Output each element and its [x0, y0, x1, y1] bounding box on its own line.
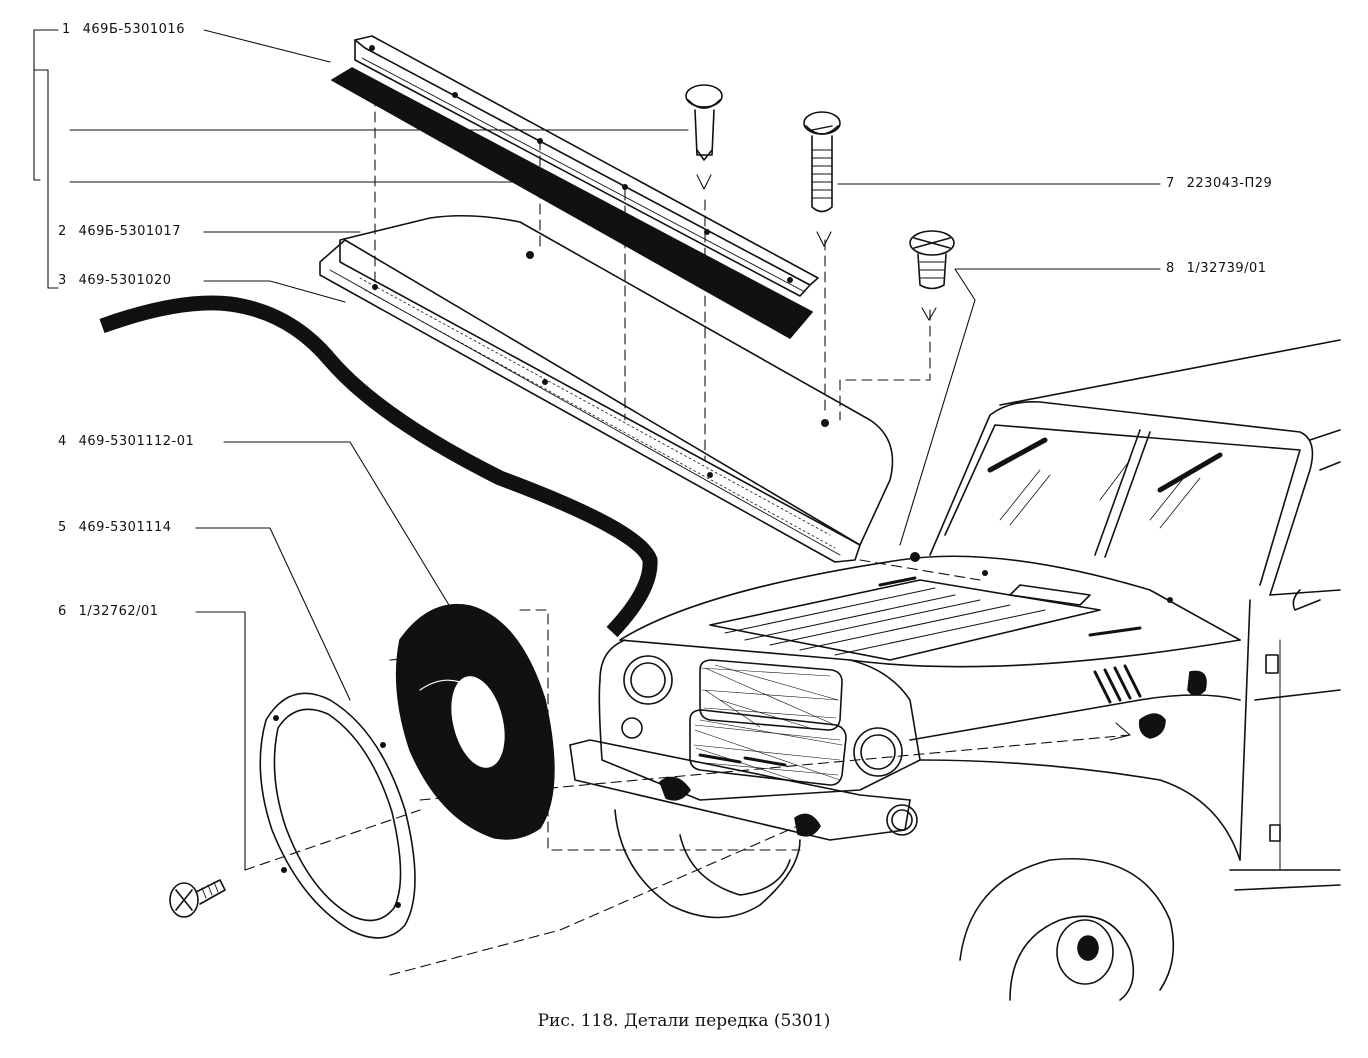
part-code: 469-5301114	[78, 520, 172, 535]
part-label-7: 7 223043-П29	[1166, 176, 1272, 192]
part-2-drawing	[331, 67, 813, 339]
part-number: 7	[1166, 176, 1175, 191]
part-label-6: 6 1/32762/01	[58, 604, 159, 620]
part-number: 4	[58, 434, 67, 449]
part-code: 469-5301112-01	[78, 434, 195, 449]
part-3-drawing	[319, 214, 894, 563]
vehicle-drawing	[569, 339, 1341, 1001]
part-code: 469Б-5301016	[82, 22, 185, 37]
part-code: 1/32762/01	[78, 604, 159, 619]
part-4-drawing	[99, 295, 658, 638]
part-number: 6	[58, 604, 67, 619]
part-label-1: 1 469Б-5301016	[62, 22, 185, 38]
part-code: 469Б-5301017	[78, 224, 181, 239]
part-8-drawing	[909, 230, 955, 290]
part-number: 8	[1166, 261, 1175, 276]
part-7-drawing	[685, 84, 841, 213]
part-number: 1	[62, 22, 71, 37]
part-6-drawing	[169, 692, 416, 939]
part-label-5: 5 469-5301114	[58, 520, 172, 536]
part-label-8: 8 1/32739/01	[1166, 261, 1267, 277]
part-code: 469-5301020	[78, 273, 172, 288]
part-label-2: 2 469Б-5301017	[58, 224, 181, 240]
part-number: 5	[58, 520, 67, 535]
part-label-3: 3 469-5301020	[58, 273, 172, 289]
part-number: 2	[58, 224, 67, 239]
figure-caption: Рис. 118. Детали передка (5301)	[537, 1011, 831, 1031]
part-code: 1/32739/01	[1186, 261, 1267, 276]
part-label-4: 4 469-5301112-01	[58, 434, 194, 450]
part-code: 223043-П29	[1186, 176, 1273, 191]
part-1-drawing	[354, 35, 819, 297]
part-number: 3	[58, 273, 67, 288]
part-5-drawing	[395, 604, 555, 840]
